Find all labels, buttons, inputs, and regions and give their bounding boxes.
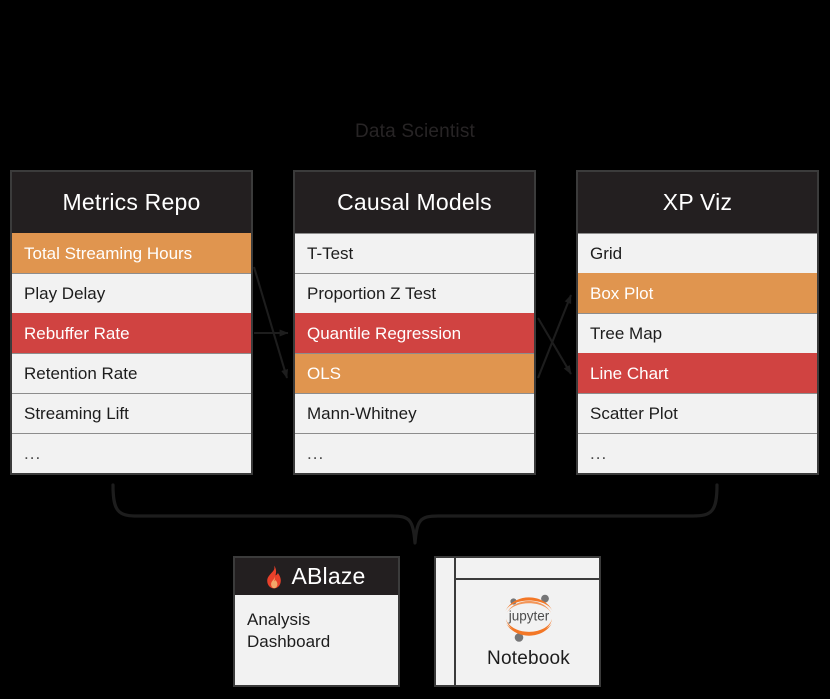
- ablaze-body: Analysis Dashboard: [235, 595, 398, 653]
- column-metrics-repo: Metrics Repo Total Streaming Hours Play …: [10, 170, 253, 475]
- column-causal-models: Causal Models T-Test Proportion Z Test Q…: [293, 170, 536, 475]
- list-item-more[interactable]: ...: [12, 433, 251, 473]
- list-item[interactable]: Retention Rate: [12, 353, 251, 393]
- ablaze-body-line-2: Dashboard: [247, 631, 331, 651]
- list-item[interactable]: Play Delay: [12, 273, 251, 313]
- list-item[interactable]: Scatter Plot: [578, 393, 817, 433]
- list-item[interactable]: Box Plot: [578, 273, 817, 313]
- list-item[interactable]: Grid: [578, 233, 817, 273]
- column-header-metrics-repo: Metrics Repo: [12, 172, 251, 233]
- flame-icon: [267, 565, 282, 588]
- list-item[interactable]: Proportion Z Test: [295, 273, 534, 313]
- card-jupyter-notebook[interactable]: jupyter Notebook: [434, 556, 601, 687]
- arrow-total-streaming-hours-to-ols: [252, 266, 289, 379]
- notebook-content: jupyter Notebook: [458, 582, 599, 685]
- arrow-ols-to-box-plot: [537, 294, 572, 379]
- column-header-xp-viz: XP Viz: [578, 172, 817, 233]
- notebook-topbar: [456, 558, 599, 580]
- brace-columns-to-outputs: [111, 483, 719, 545]
- ablaze-header: ABlaze: [235, 558, 398, 595]
- notebook-gutter: [436, 558, 456, 685]
- list-item[interactable]: Line Chart: [578, 353, 817, 393]
- card-ablaze[interactable]: ABlaze Analysis Dashboard: [233, 556, 400, 687]
- list-item-more[interactable]: ...: [295, 433, 534, 473]
- notebook-caption: Notebook: [487, 648, 570, 669]
- ablaze-title: ABlaze: [291, 563, 366, 589]
- persona-label: Data Scientist: [354, 121, 476, 142]
- jupyter-icon: jupyter: [504, 594, 553, 642]
- list-item-more[interactable]: ...: [578, 433, 817, 473]
- list-item[interactable]: T-Test: [295, 233, 534, 273]
- list-item[interactable]: Tree Map: [578, 313, 817, 353]
- ablaze-body-line-1: Analysis: [247, 610, 311, 629]
- list-item[interactable]: Total Streaming Hours: [12, 233, 251, 273]
- list-item[interactable]: Mann-Whitney: [295, 393, 534, 433]
- arrow-quantile-regression-to-line-chart: [537, 317, 572, 375]
- jupyter-wordmark: jupyter: [507, 609, 549, 624]
- column-xp-viz: XP Viz Grid Box Plot Tree Map Line Chart…: [576, 170, 819, 475]
- list-item[interactable]: Rebuffer Rate: [12, 313, 251, 353]
- column-header-causal-models: Causal Models: [295, 172, 534, 233]
- list-item[interactable]: Quantile Regression: [295, 313, 534, 353]
- list-item[interactable]: OLS: [295, 353, 534, 393]
- list-item[interactable]: Streaming Lift: [12, 393, 251, 433]
